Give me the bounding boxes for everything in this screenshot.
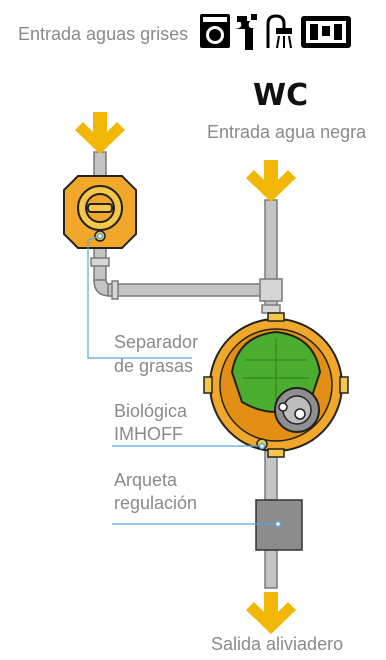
grey-water-inlet-label: Entrada aguas grises xyxy=(18,24,189,44)
imhoff-tank xyxy=(203,312,349,458)
black-water-inlet-label: Entrada agua negra xyxy=(207,122,367,142)
imhoff-label-line1: Biológica xyxy=(114,401,188,421)
washing-machine-icon xyxy=(200,14,230,48)
shower-icon xyxy=(266,14,292,49)
overflow-outlet-label: Salida aliviadero xyxy=(211,634,344,654)
sink-icon xyxy=(232,14,258,50)
overflow-outlet-arrow xyxy=(246,592,296,634)
grease-separator-label-line2: de grasas xyxy=(114,356,194,376)
grease-separator-label-line1: Separador xyxy=(114,332,199,352)
imhoff-label-line2: IMHOFF xyxy=(114,424,183,444)
grease-separator-leader xyxy=(87,235,192,359)
grease-separator xyxy=(63,175,137,249)
grey-water-inlet-arrow xyxy=(75,112,125,154)
black-water-inlet-arrow xyxy=(246,160,296,202)
regulation-label-line2: regulación xyxy=(114,493,198,513)
dishwasher-icon xyxy=(301,16,351,48)
regulation-label-line1: Arqueta xyxy=(114,470,178,490)
wc-label: WC xyxy=(253,78,309,113)
